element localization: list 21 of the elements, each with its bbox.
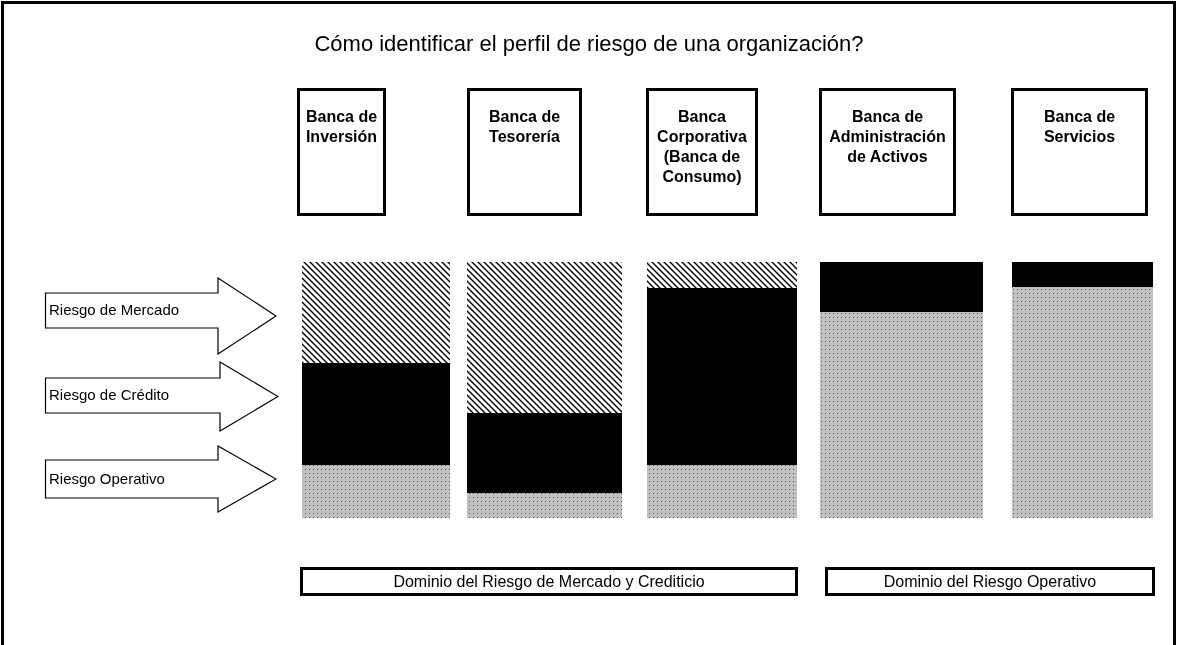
- domain-box: [300, 567, 798, 596]
- arrow-label: Riesgo de Crédito: [49, 385, 170, 406]
- bank-box: [819, 88, 956, 216]
- arrow-label: Riesgo de Mercado: [49, 300, 180, 321]
- box-label: Banca de Administración de Activos: [828, 107, 947, 167]
- box-label: Banca de Tesorería: [487, 107, 562, 147]
- box-label: Banca de Servicios: [1042, 107, 1117, 147]
- bank-box: [646, 88, 758, 216]
- box-label: Banca Corporativa (Banca de Consumo): [656, 107, 748, 187]
- box-label: Dominio del Riesgo de Mercado y Crediticio: [393, 572, 705, 591]
- box-label: Dominio del Riesgo Operativo: [883, 572, 1097, 591]
- bank-box: [297, 88, 386, 216]
- arrow-shape: [44, 361, 279, 432]
- arrow-label: Riesgo Operativo: [49, 468, 165, 489]
- bank-box: [1011, 88, 1148, 216]
- bank-box: [467, 88, 582, 216]
- domain-box: [825, 567, 1155, 596]
- arrow-shape: [44, 277, 277, 355]
- box-label: Banca de Inversión: [304, 107, 379, 147]
- arrow-shape: [44, 445, 277, 513]
- title: Cómo identificar el perfil de riesgo de una organización?: [314, 30, 864, 58]
